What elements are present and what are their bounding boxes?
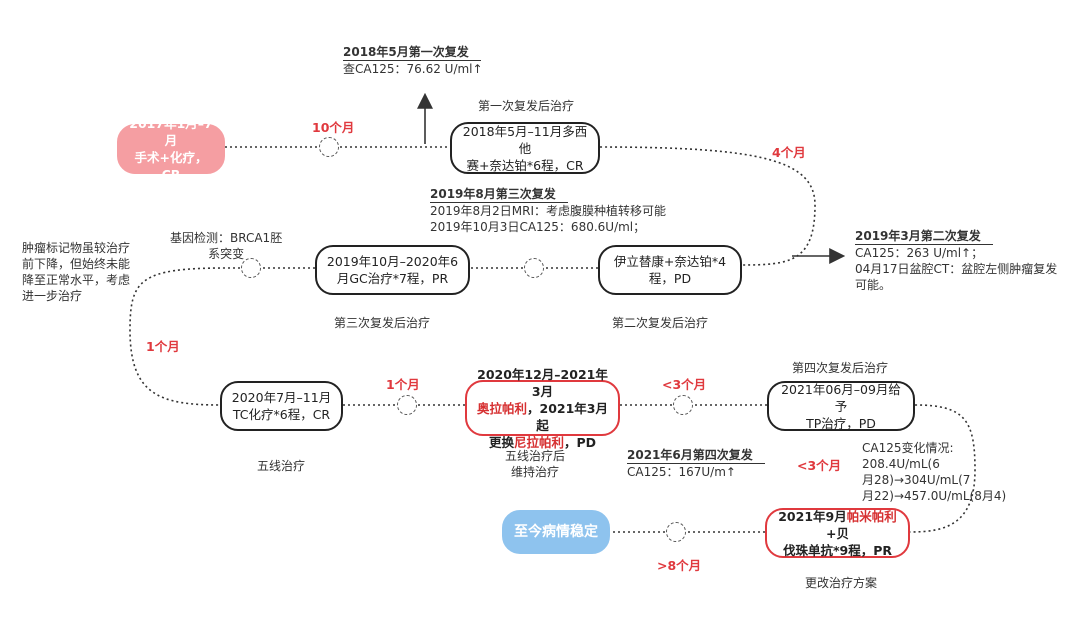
treatment-box-2017: 2017年1月–7月 手术+化疗，CR (117, 116, 225, 182)
phase-label-change: 更改治疗方案 (805, 576, 878, 590)
duration-label: 1个月 (386, 377, 420, 392)
duration-label: 1个月 (146, 339, 180, 354)
timeline-node (673, 395, 693, 415)
phase-label-third: 第三次复发后治疗 (334, 316, 431, 330)
event-body: CA125：167U/m↑ (627, 465, 736, 479)
event-body: CA125：263 U/ml↑； 04月17日盆腔CT：盆腔左侧肿瘤复发 可能。 (855, 246, 1058, 292)
olaparib-line-3: 更换尼拉帕利，PD (488, 434, 597, 450)
duration-label: >8个月 (657, 558, 702, 573)
treatment-box-olaparib: 2020年12月–2021年3月 奥拉帕利，2021年3月起 更换尼拉帕利，PD (465, 367, 620, 450)
timeline-node (319, 137, 339, 157)
recurrence-event-2: 2019年3月第二次复发 CA125：263 U/ml↑； 04月17日盆腔CT… (855, 228, 1057, 293)
ca125-trend-note: CA125变化情况: 208.4U/mL(6 月28)→304U/mL(7 月2… (862, 440, 1006, 504)
treatment-box-pamiparib: 2021年9月帕米帕利+贝 伐珠单抗*9程，PR (765, 508, 910, 558)
phase-label-fourth: 第四次复发后治疗 (792, 361, 889, 375)
timeline-node (397, 395, 417, 415)
treatment-box-irinotecan: 伊立替康+奈达铂*4 程，PD (598, 245, 742, 295)
timeline-node (666, 522, 686, 542)
treatment-box-gc: 2019年10月–2020年6 月GC治疗*7程，PR (315, 245, 470, 295)
phase-label-first: 第一次复发后治疗 (478, 99, 575, 113)
tumor-marker-note: 肿瘤标记物虽较治疗 前下降，但始终未能 降至正常水平，考虑 进一步治疗 (22, 241, 131, 303)
treatment-box-tp: 2021年06月–09月给予 TP治疗，PD (767, 381, 915, 431)
treatment-box-2018: 2018年5月–11月多西他 赛+奈达铂*6程，CR (450, 122, 600, 174)
duration-label: 10个月 (312, 120, 355, 135)
phase-label-fifth: 五线治疗 (257, 459, 306, 473)
event-body: CA125变化情况: 208.4U/mL(6 月28)→304U/mL(7 月2… (862, 441, 1007, 503)
duration-label: 4个月 (772, 145, 806, 160)
phase-label-second: 第二次复发后治疗 (612, 316, 709, 330)
olaparib-line-1: 2020年12月–2021年3月 (477, 366, 608, 399)
pamiparib-line-2: 伐珠单抗*9程，PR (782, 542, 893, 558)
phase-label-fifth-maintenance: 五线治疗后 维持治疗 (505, 449, 566, 479)
treatment-box-tc: 2020年7月–11月 TC化疗*6程，CR (220, 381, 343, 431)
event-heading: 2019年8月第三次复发 (430, 186, 568, 203)
event-heading: 2021年6月第四次复发 (627, 447, 765, 464)
gene-test-note: 基因检测：BRCA1胚 系突变 (170, 231, 283, 261)
timeline-node (241, 258, 261, 278)
duration-label: <3个月 (797, 458, 842, 473)
recurrence-event-1: 2018年5月第一次复发 查CA125：76.62 U/ml↑ (343, 44, 483, 77)
event-body: 2019年8月2日MRI：考虑腹膜种植转移可能 2019年10月3日CA125：… (430, 204, 667, 234)
event-heading: 2019年3月第二次复发 (855, 228, 993, 245)
olaparib-line-2: 奥拉帕利，2021年3月起 (476, 400, 608, 433)
recurrence-event-3: 2019年8月第三次复发 2019年8月2日MRI：考虑腹膜种植转移可能 201… (430, 186, 666, 235)
duration-label: <3个月 (662, 377, 707, 392)
event-body: 查CA125：76.62 U/ml↑ (343, 62, 483, 76)
pamiparib-line-1: 2021年9月帕米帕利+贝 (778, 508, 897, 541)
recurrence-event-4: 2021年6月第四次复发 CA125：167U/m↑ (627, 447, 765, 480)
event-heading: 2018年5月第一次复发 (343, 44, 481, 61)
status-box-stable: 至今病情稳定 (502, 510, 610, 554)
timeline-node (524, 258, 544, 278)
